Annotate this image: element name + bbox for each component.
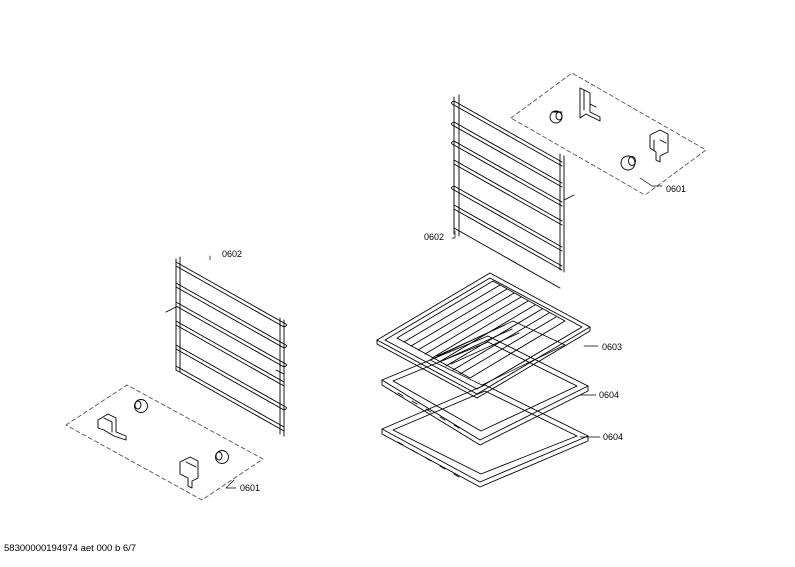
clip-area-left bbox=[65, 384, 264, 501]
callout-grid: 0603 bbox=[602, 342, 622, 352]
knob-right-2 bbox=[620, 155, 636, 171]
document-id: 58300000194974 aet 000 b 6/7 bbox=[4, 543, 137, 554]
clip-area-right bbox=[510, 72, 707, 196]
callout-rack-right: 0602 bbox=[424, 232, 444, 242]
callout-tray-upper: 0604 bbox=[599, 390, 619, 400]
support-clip-left-1 bbox=[97, 413, 127, 441]
support-clip-right-1 bbox=[579, 87, 601, 122]
callout-rack-left: 0602 bbox=[222, 249, 242, 259]
support-clip-left-2 bbox=[179, 456, 199, 489]
wire-grid-shelf bbox=[376, 272, 591, 399]
shelf-rack-right bbox=[451, 94, 575, 289]
baking-tray-lower bbox=[381, 384, 589, 488]
knob-right-1 bbox=[549, 110, 563, 124]
callout-tray-lower: 0604 bbox=[603, 432, 623, 442]
shelf-rack-left bbox=[165, 256, 287, 437]
knob-left-1 bbox=[134, 399, 148, 413]
baking-tray-upper bbox=[381, 335, 589, 446]
support-clip-right-2 bbox=[649, 129, 669, 163]
knob-left-2 bbox=[215, 450, 229, 464]
callout-clips-right: 0601 bbox=[666, 184, 686, 194]
callout-clips-left: 0601 bbox=[240, 483, 260, 493]
